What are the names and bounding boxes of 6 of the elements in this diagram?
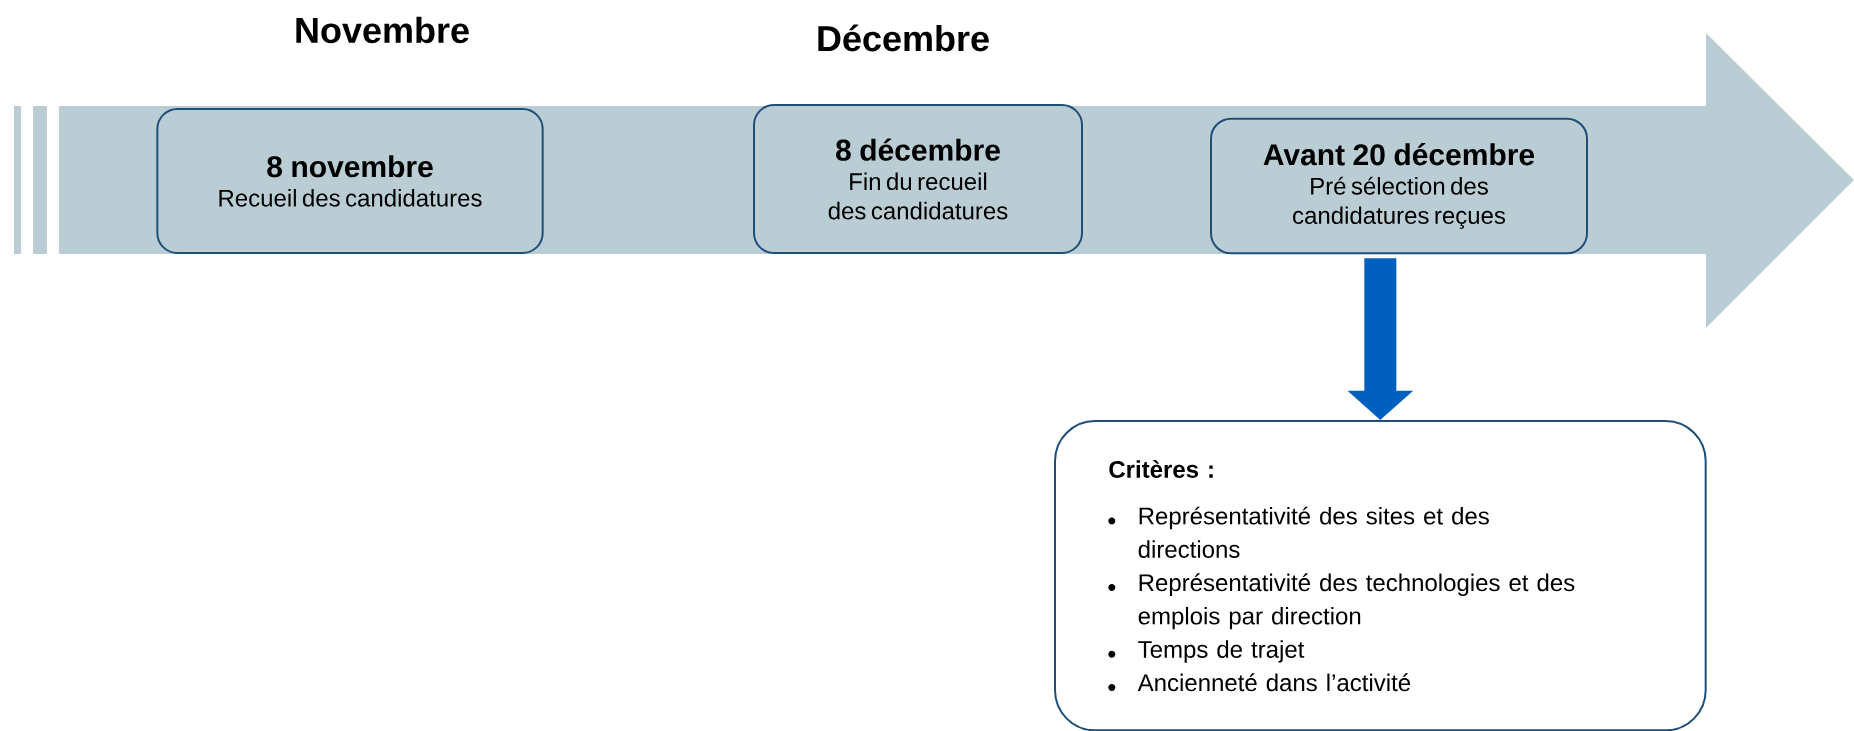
date-box: 8 novembre Recueil des candidatures	[156, 108, 544, 254]
date-box: Avant 20 décembre Pré sélection des candidatures reçues	[1210, 117, 1588, 255]
date-box: 8 décembre Fin du recueil des candidatures	[753, 104, 1083, 254]
month-heading: Novembre	[296, 16, 469, 44]
month-heading: Décembre	[818, 24, 989, 52]
criteria-box: Critères : Représentativité des sites et des directions Représentativité des technologies et des emplois par direction Temps de trajet Ancienneté dans l’activité	[1054, 420, 1707, 731]
